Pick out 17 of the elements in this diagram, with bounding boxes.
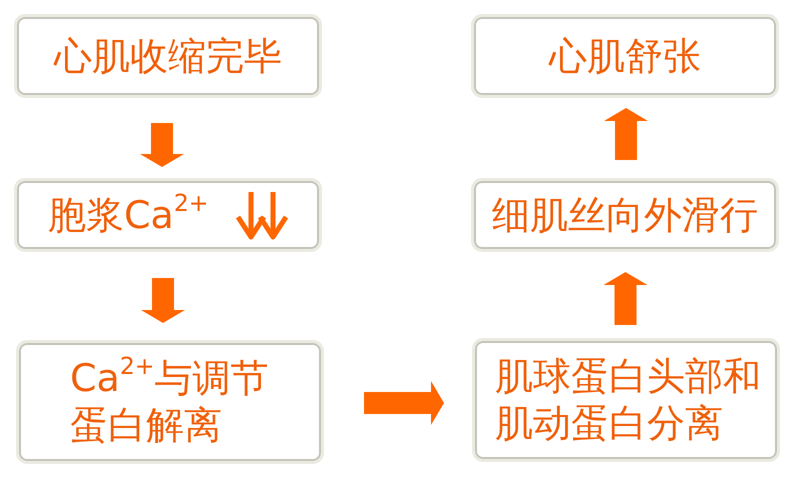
block-arrow: [604, 108, 648, 160]
process-box: [16, 340, 324, 464]
process-box: [471, 14, 779, 98]
process-box: [14, 178, 322, 252]
step-label: Ca$^{2+}$与调节蛋白解离: [70, 355, 270, 449]
step-label: 胞浆Ca$^{2+}$: [48, 192, 209, 238]
step-label: 细肌丝向外滑行: [492, 192, 758, 238]
process-box: [14, 14, 322, 98]
block-arrow: [364, 381, 444, 425]
block-arrow: [141, 278, 185, 323]
process-box: [472, 338, 780, 462]
step-label: 肌球蛋白头部和肌动蛋白分离: [495, 353, 762, 447]
block-arrow: [604, 272, 648, 325]
step-label: 心肌舒张: [549, 32, 701, 80]
step-label: 心肌收缩完毕: [54, 32, 282, 80]
process-box: [471, 178, 779, 252]
block-arrow: [140, 123, 184, 167]
